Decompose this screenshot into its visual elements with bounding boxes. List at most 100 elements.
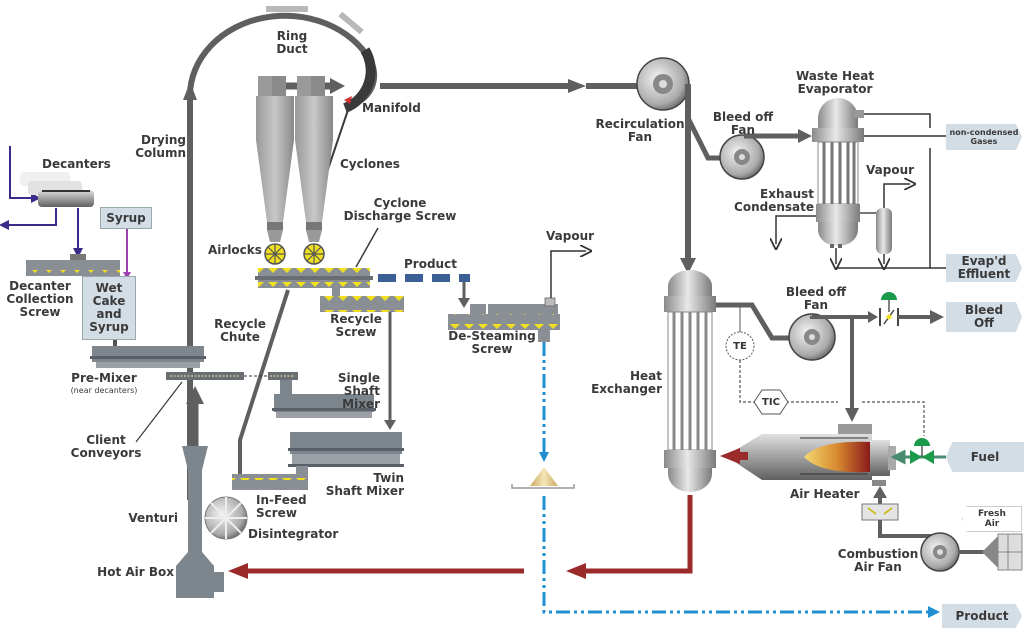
label-decanter-collection-screw: Decanter Collection Screw: [6, 279, 74, 319]
product-line-arrow-1: [539, 452, 549, 462]
stream-tag-non-condensed-gases: non-condensed Gases: [946, 124, 1022, 150]
label-cyclone-discharge-screw: Cyclone Discharge Screw: [343, 196, 457, 223]
airlock-2: [303, 243, 325, 265]
ring-duct-access-hatch: [266, 6, 308, 12]
ring-duct-access-hatch-2: [338, 11, 364, 35]
client-conveyor: [166, 372, 298, 380]
disintegrator: [204, 496, 248, 540]
label-decanters: Decanters: [42, 157, 111, 171]
recycle-drop-pipe: [332, 288, 340, 298]
label-pre-mixer-note: (near decanters): [70, 386, 138, 395]
label-drying-column: Drying Column: [135, 133, 186, 160]
label-heat-exchanger: Heat Exchanger: [591, 369, 662, 396]
stream-tag-fuel: Fuel: [946, 442, 1024, 472]
single-shaft-mixer-drop: [280, 380, 292, 394]
evap-top-vent-line: [864, 113, 931, 128]
label-waste-heat-evaporator: Waste Heat Evaporator: [795, 69, 875, 96]
combustion-air-filter: [861, 503, 899, 521]
decanter-feed-line: [9, 146, 41, 203]
label-disintegrator: Disintegrator: [248, 527, 339, 541]
combustion-air-fan: [920, 532, 960, 572]
exhaust-condensate-line: [776, 215, 816, 244]
label-bleed-off-fan-mid: Bleed off Fan: [785, 285, 847, 312]
syrup-tank: Syrup: [100, 207, 152, 229]
bleed-valve-in-arrow: [868, 311, 878, 323]
air-heater: [726, 424, 896, 486]
venturi: [176, 446, 214, 566]
label-recycle-chute: Recycle Chute: [214, 317, 266, 344]
stream-tag-evapd-effluent: Evap'd Effluent: [946, 254, 1022, 282]
label-client-conveyors: Client Conveyors: [70, 433, 142, 460]
manifold-red-marker: [344, 96, 352, 104]
de-steaming-screw: [448, 297, 560, 342]
product-pile: [511, 467, 575, 489]
label-single-shaft-mixer: Single Shaft Mixer: [337, 371, 380, 411]
bleed-to-heater-arrow: [845, 408, 859, 422]
air-heater-outlet-stub: [738, 452, 748, 460]
stream-tag-product: Product: [942, 604, 1022, 628]
cyclone-exhaust-arrow: [568, 79, 586, 93]
drying-column-arrow: [183, 82, 197, 100]
recycle-to-twin-arrow: [384, 420, 396, 430]
heat-exchanger-outlet-line: [584, 495, 693, 574]
separator-vapour-line: [883, 184, 910, 208]
heat-exchanger-outlet-arrow: [566, 563, 586, 579]
recirc-to-hx-arrow: [680, 258, 696, 274]
label-combustion-air-fan: Combustion Air Fan: [837, 547, 919, 574]
single-shaft-mixer: [272, 394, 376, 418]
cyclone-inlet-arrow: [330, 78, 345, 94]
tic-to-fuel-valve-signal: [862, 401, 925, 436]
wet-cake-and-syrup-hopper: Wet Cake and Syrup: [82, 276, 136, 340]
waste-heat-evaporator: [812, 98, 864, 248]
bleed-off-fan-top: [719, 134, 765, 180]
label-bleed-off-fan-top: Bleed off Fan: [712, 110, 774, 137]
combustion-fan-to-heater: [878, 520, 940, 538]
heat-exchanger: [664, 270, 716, 492]
combustion-air-up-arrow: [873, 486, 887, 498]
label-exhaust-condensate: Exhaust Condensate: [734, 187, 814, 214]
tic-instrument: [753, 389, 789, 415]
client-conveyors-leader: [135, 381, 183, 443]
product-line-blue-2: [542, 496, 930, 614]
label-ring-duct: Ring Duct: [276, 29, 308, 56]
twin-shaft-mixer: [288, 432, 404, 467]
label-airlocks: Airlocks: [208, 243, 262, 257]
te-instrument: [725, 331, 755, 361]
venturi-up-arrow: [186, 386, 204, 404]
label-hot-air-box: Hot Air Box: [97, 565, 174, 579]
recirculation-fan: [636, 57, 690, 111]
ring-duct-manifold: [342, 47, 376, 113]
fuel-control-valve: [910, 438, 934, 464]
bleed-off-fan-mid: [788, 313, 836, 361]
label-air-heater: Air Heater: [790, 487, 860, 501]
hot-air-return-arrow: [228, 563, 248, 579]
label-manifold: Manifold: [362, 101, 421, 115]
label-evaporator-vapour: Vapour: [866, 163, 915, 177]
bleed-off-out-arrow: [930, 310, 944, 324]
te-tic-signal: [739, 360, 754, 403]
stream-tag-bleed-off: Bleed Off: [946, 302, 1022, 332]
recycle-screw: [320, 296, 404, 312]
label-in-feed-screw: In-Feed Screw: [256, 493, 307, 520]
stream-tag-fresh-air: Fresh Air: [962, 506, 1022, 532]
syrup-arrow: [123, 272, 131, 279]
air-heater-outlet-arrow: [720, 448, 740, 464]
label-product-conveyor: Product: [404, 257, 457, 271]
te-label: TE: [733, 340, 747, 352]
label-desteam-vapour: Vapour: [546, 229, 595, 243]
decanters: [20, 172, 94, 207]
cyclone-1: [256, 76, 294, 242]
airlock-1: [264, 243, 286, 265]
label-cyclones: Cyclones: [340, 157, 400, 171]
tic-label: TIC: [762, 396, 780, 408]
fresh-air-intake-louvre: [982, 533, 1023, 571]
product-out-arrow: [928, 606, 940, 618]
bleed-fan-to-evap-arrow: [798, 129, 812, 143]
label-venturi: Venturi: [128, 511, 178, 525]
pre-mixer: [90, 346, 206, 368]
product-drop-arrow: [458, 298, 470, 308]
cyclone-discharge-leader: [355, 227, 379, 268]
label-pre-mixer: Pre-Mixer: [71, 371, 137, 385]
cyclone-2: [295, 76, 333, 242]
